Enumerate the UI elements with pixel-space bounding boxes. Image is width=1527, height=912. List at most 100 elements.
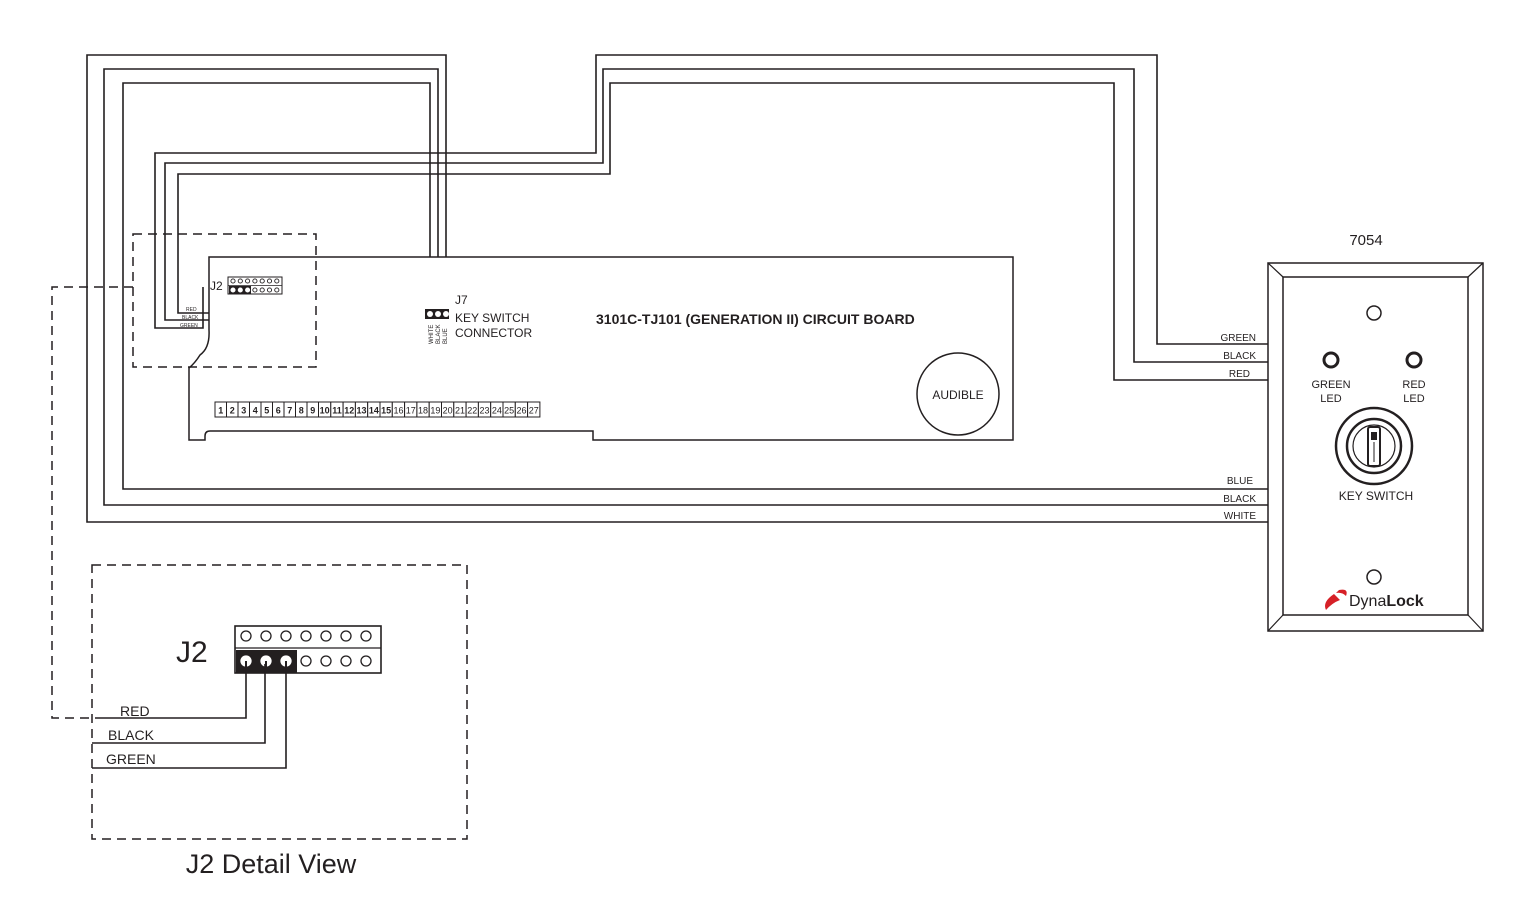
j2-highlight-box [132, 233, 317, 368]
detail-pin [340, 630, 352, 642]
dynalock-logo: DynaLock [1325, 589, 1424, 610]
terminal-label: 24 [492, 406, 502, 416]
plate-model-label: 7054 [1349, 232, 1382, 249]
j7-label: J7 [455, 293, 468, 307]
terminal-label: 23 [480, 406, 490, 416]
wire-black-j7 [103, 68, 1268, 506]
j2-pin [266, 287, 273, 293]
j2-pin [230, 278, 236, 284]
j2-pin [245, 287, 251, 293]
detail-label-green: GREEN [106, 751, 156, 767]
terminal-label: 4 [253, 406, 258, 416]
j2-detail-label: J2 [176, 636, 208, 669]
j2-pin [245, 278, 251, 284]
audible-label: AUDIBLE [932, 388, 983, 402]
board-j2-wire-red: RED [186, 307, 197, 313]
detail-pin [300, 655, 312, 667]
j2-pin [237, 287, 243, 293]
detail-label-red: RED [120, 703, 150, 719]
detail-wire-black [92, 664, 266, 744]
terminal-label: 18 [418, 406, 428, 416]
wire-green-j2 [154, 54, 1268, 345]
terminal-label: 25 [504, 406, 514, 416]
j2-detail-title: J2 Detail View [186, 849, 357, 879]
terminal-label: 16 [393, 406, 403, 416]
svg-text:DynaLock: DynaLock [1349, 593, 1424, 610]
j7-pin-blue: BLUE [443, 328, 449, 344]
red-led-label-2: LED [1403, 393, 1424, 405]
terminal-label: 9 [310, 406, 315, 416]
audible-buzzer [916, 352, 1000, 436]
terminal-label: 17 [406, 406, 416, 416]
j2-pin [266, 278, 273, 284]
j7-pin-black: BLACK [436, 324, 442, 344]
plate-wire-label-blue: BLUE [1227, 476, 1253, 487]
terminal-label: 7 [287, 406, 292, 416]
detail-pin [360, 630, 372, 642]
j2-pin [259, 278, 265, 284]
detail-label-black: BLACK [108, 727, 155, 743]
plate-wire-label-black: BLACK [1223, 351, 1256, 362]
detail-wire-red [100, 664, 247, 719]
red-led [1405, 351, 1423, 369]
plate-screw-bottom [1366, 569, 1382, 585]
j7-pin-white: WHITE [429, 325, 435, 344]
terminal-label: 11 [332, 406, 342, 416]
j2-pin [274, 278, 280, 284]
detail-pin [280, 630, 292, 642]
terminal-cell [527, 401, 541, 418]
j2-pin [274, 287, 280, 293]
plate-wire-label-red: RED [1229, 369, 1250, 380]
board-j2-label: J2 [210, 279, 223, 293]
j7-line2: CONNECTOR [455, 326, 532, 340]
plate-wire-label-white: WHITE [1224, 511, 1257, 522]
terminal-label: 12 [344, 406, 354, 416]
terminal-label: 5 [264, 406, 269, 416]
board-j2-wire-black: BLACK [182, 315, 199, 321]
j2-pin [259, 287, 265, 293]
j2-pin [230, 287, 236, 293]
terminal-label: 6 [276, 406, 281, 416]
key-switch-icon [1334, 406, 1414, 486]
terminal-label: 20 [443, 406, 453, 416]
j7-connector [425, 309, 449, 319]
terminal-label: 13 [357, 406, 367, 416]
j2-pin [252, 278, 258, 284]
plate-screw-top [1366, 305, 1382, 321]
green-led-label-2: LED [1320, 393, 1341, 405]
terminal-label: 8 [299, 406, 304, 416]
detail-pin [320, 655, 332, 667]
key-switch-label: KEY SWITCH [1339, 489, 1413, 503]
wire-white-j7 [86, 54, 1268, 523]
green-led-label-1: GREEN [1311, 379, 1350, 391]
plate-wire-label-black-2: BLACK [1223, 494, 1256, 505]
terminal-label: 2 [230, 406, 235, 416]
j2-pin [252, 287, 258, 293]
detail-pin [240, 630, 252, 642]
terminal-label: 26 [516, 406, 526, 416]
board-j2-wire-green: GREEN [180, 323, 198, 329]
detail-leader-line [51, 286, 133, 719]
plate-wire-label-green: GREEN [1220, 333, 1256, 344]
terminal-label: 14 [369, 406, 379, 416]
j2-detail-connector [234, 625, 382, 674]
detail-pin [340, 655, 352, 667]
detail-wire-green [92, 664, 287, 769]
board-title: 3101C-TJ101 (GENERATION II) CIRCUIT BOAR… [596, 311, 915, 327]
board-j2-connector [227, 276, 283, 295]
terminal-label: 21 [455, 406, 465, 416]
detail-pin [300, 630, 312, 642]
terminal-label: 22 [467, 406, 477, 416]
terminal-label: 1 [218, 406, 223, 416]
terminal-label: 15 [381, 406, 391, 416]
detail-pin [260, 630, 272, 642]
detail-pin [360, 655, 372, 667]
terminal-label: 19 [430, 406, 440, 416]
j2-detail-box [91, 564, 468, 840]
terminal-label: 10 [320, 406, 330, 416]
wire-blue-j7 [122, 82, 1268, 490]
brand-prefix: Dyna [1349, 593, 1386, 610]
detail-pin [320, 630, 332, 642]
